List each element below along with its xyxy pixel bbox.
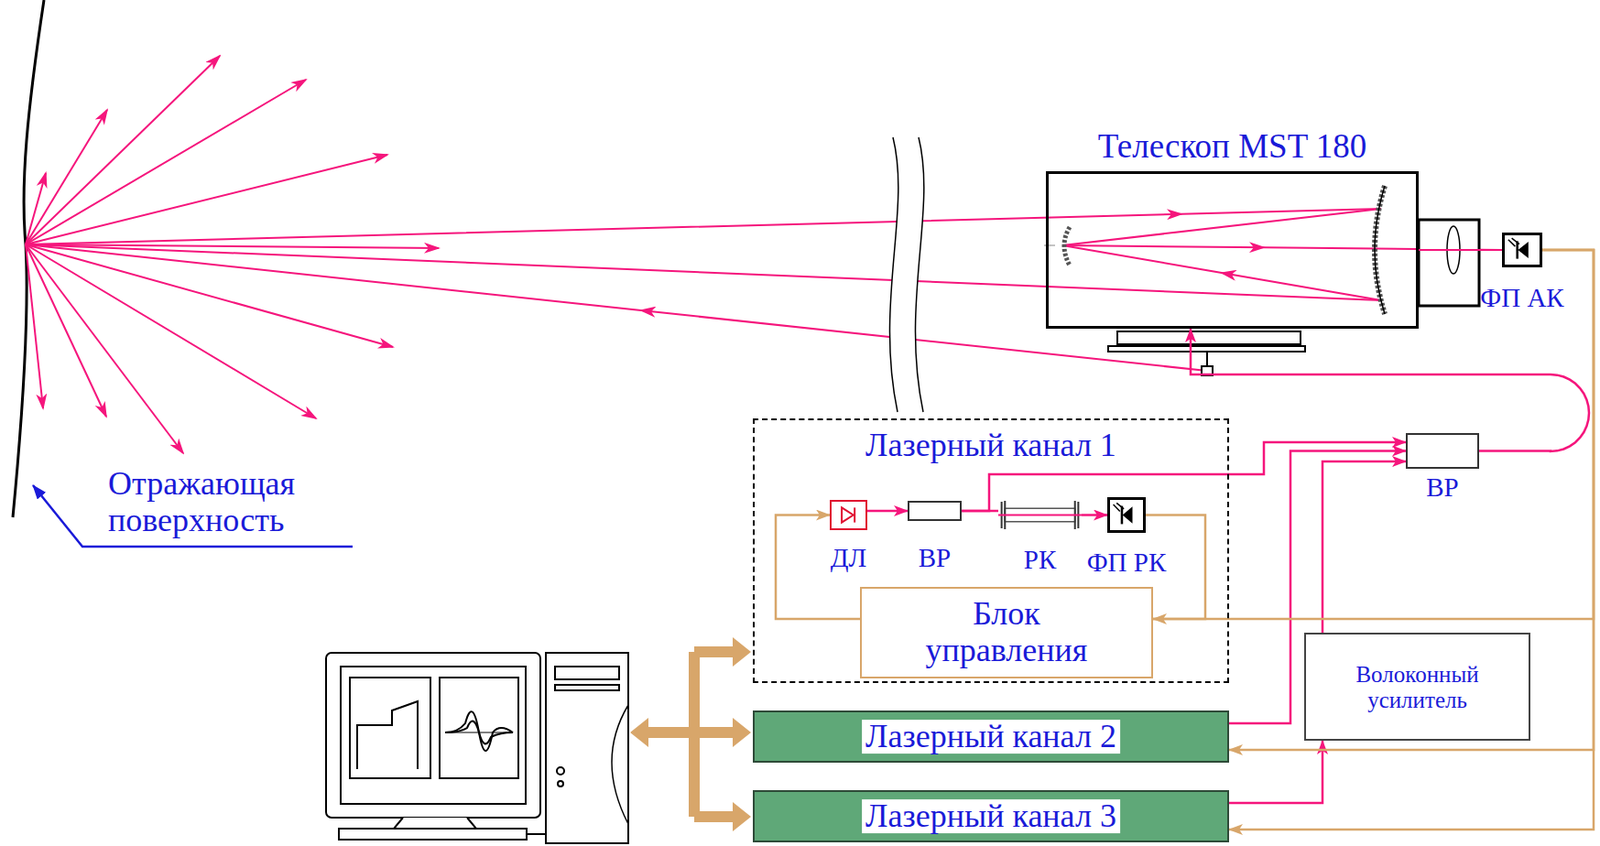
telescope-mount: [1117, 331, 1301, 345]
laser-channel-group: ДЛВРРКФП РКБлок управленияЛазерный канал…: [752, 418, 1230, 684]
scattered-rays: [25, 244, 184, 454]
telescope-optics: [1374, 185, 1385, 315]
light-arrows: [1113, 502, 1125, 512]
telescope-box: Телескоп MST 180: [1045, 171, 1419, 329]
computer: [445, 732, 513, 734]
computer: [556, 767, 565, 775]
component-label: ФП РК: [1087, 549, 1167, 577]
signal-wire: [1229, 250, 1594, 751]
computer: [349, 677, 431, 779]
splitter-box: ВР: [1405, 433, 1480, 469]
data-bus-arrows: [732, 718, 752, 748]
laser-beams: [25, 208, 1382, 245]
optical-fiber: [1190, 328, 1590, 452]
scattered-rays: [25, 79, 306, 245]
computer: [338, 828, 527, 840]
pd-symbol: [1504, 235, 1540, 265]
data-bus-arrows: [630, 718, 649, 748]
control-box: Блок управления: [859, 587, 1154, 679]
computer: [326, 653, 541, 818]
photodiode-symbol: [1517, 241, 1528, 259]
scattered-rays: [25, 244, 393, 348]
computer: [439, 677, 519, 779]
diode-laser: ДЛ: [829, 500, 868, 531]
distance-break: [889, 137, 924, 413]
pd-symbol: [1110, 500, 1143, 531]
laser-beams: [25, 244, 1382, 301]
amplifier-box: Волоконный усилитель: [1304, 632, 1531, 741]
box-symbol: [909, 502, 960, 520]
scattered-rays: [25, 154, 388, 245]
component-label: ФП АК: [1480, 284, 1564, 312]
data-bus-arrows: [732, 802, 752, 832]
computer: [611, 705, 629, 825]
signal-wire: [1229, 250, 1594, 830]
diode-symbol: [853, 507, 856, 523]
box-symbol: [1407, 435, 1478, 468]
photodetector: ФП АК: [1502, 232, 1543, 268]
resonator: РК: [998, 500, 1082, 531]
scattered-rays: [25, 55, 220, 245]
optical-fiber: [867, 510, 908, 513]
callout-label: Отражающая поверхность: [108, 465, 360, 539]
telescope-optics: [1418, 249, 1480, 251]
diode-symbol: [841, 507, 854, 523]
scattered-rays: [25, 55, 439, 454]
telescope-optics: [1064, 227, 1070, 266]
laser-beams: [25, 244, 1208, 371]
laser-beams: [1062, 245, 1382, 301]
box-label: Лазерный канал 1: [754, 427, 1228, 465]
box-label: Лазерный канал 2: [861, 719, 1121, 755]
telescope-mount: [1108, 331, 1306, 376]
box-label: Волоконный усилитель: [1355, 662, 1479, 713]
computer: [357, 701, 418, 770]
laser-beams: [1062, 208, 1382, 246]
component-label: ДЛ: [830, 544, 867, 572]
splitter-box: ВР: [907, 500, 962, 522]
computer: [545, 653, 629, 844]
box-label: Лазерный канал 3: [861, 799, 1121, 835]
signal-wire: [1153, 250, 1594, 620]
telescope-optics: [1418, 219, 1480, 306]
computer: [340, 666, 526, 805]
laser-channel-box: Лазерный канал 2: [752, 710, 1230, 763]
distance-break: [914, 137, 924, 413]
optical-fiber: [1081, 513, 1108, 517]
computer: [555, 685, 620, 691]
telescope-optics: [1374, 185, 1385, 315]
beam-line: [998, 514, 1082, 517]
distance-break: [889, 137, 924, 413]
computer: [445, 721, 513, 745]
telescope-mount: [1108, 346, 1306, 352]
computer: [526, 833, 546, 836]
photodiode-symbol: [1122, 506, 1133, 523]
scattered-rays: [25, 244, 44, 409]
data-bus-arrows: [630, 637, 752, 832]
component-label: Телескоп MST 180: [1098, 129, 1368, 164]
data-bus-arrows: [644, 652, 739, 817]
box-label: Блок управления: [925, 596, 1089, 669]
scattered-rays: [25, 244, 107, 417]
component-label: ВР: [918, 544, 951, 572]
reflecting-surface: [12, 0, 44, 518]
rk-symbol: [998, 500, 1082, 531]
telescope-optics: [1479, 249, 1503, 251]
light-arrows: [1508, 238, 1520, 247]
optical-fiber: [1322, 461, 1406, 633]
telescope-optics: [1044, 185, 1503, 315]
data-bus-arrows: [732, 637, 752, 667]
reflecting-surface: [12, 0, 44, 518]
component-label: ВР: [1425, 474, 1459, 501]
laser-channel-box: Лазерный канал 3: [752, 790, 1230, 843]
distance-break: [889, 137, 898, 413]
computer: [393, 817, 477, 829]
computer: [326, 653, 629, 844]
photodetector: ФП РК: [1107, 497, 1146, 534]
computer: [555, 666, 620, 680]
computer: [445, 711, 513, 752]
laser-beams: [25, 208, 1503, 371]
computer: [557, 781, 564, 787]
component-label: РК: [1023, 546, 1056, 574]
dl-symbol: [831, 501, 866, 529]
